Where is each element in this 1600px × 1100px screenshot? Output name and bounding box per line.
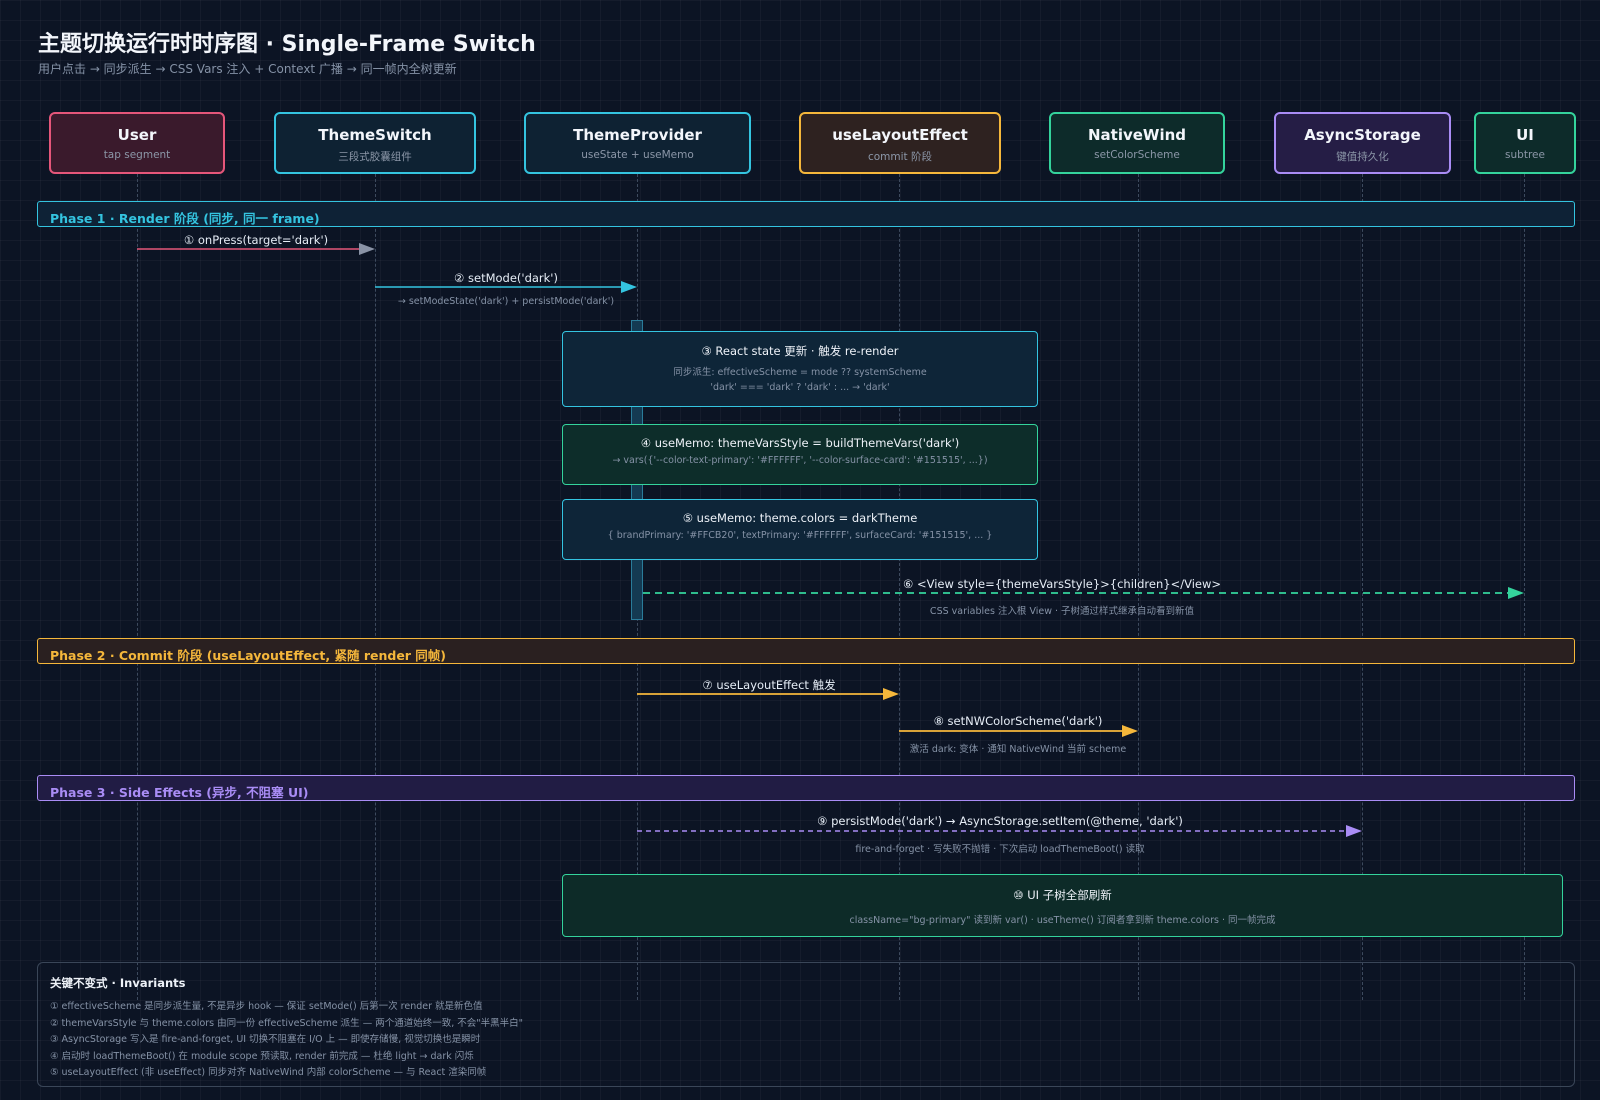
diagram-title: 主题切换运行时时序图 · Single-Frame Switch [38, 32, 536, 57]
invariants-title: 关键不变式 · Invariants [50, 976, 186, 990]
actor-themeswitch: ThemeSwitch 三段式胶囊组件 [274, 112, 476, 174]
note-title: ⑤ useMemo: theme.colors = darkTheme [682, 511, 918, 525]
actor-name: ThemeSwitch [318, 126, 432, 144]
note-line: { brandPrimary: '#FFCB20', textPrimary: … [607, 530, 993, 541]
actor-sub: useState + useMemo [581, 149, 694, 161]
invariant-item: ② themeVarsStyle 与 theme.colors 由同一份 eff… [50, 1017, 524, 1029]
phase-2-band: Phase 2 · Commit 阶段 (useLayoutEffect, 紧随… [37, 638, 1575, 664]
actor-uselayouteffect: useLayoutEffect commit 阶段 [799, 112, 1001, 174]
actor-name: NativeWind [1087, 126, 1187, 144]
note-state-update: ③ React state 更新 · 触发 re-render 同步派生: ef… [562, 331, 1038, 407]
arrow-view-inject [643, 587, 1524, 599]
lifeline-themeswitch [375, 174, 376, 1000]
actor-sub: setColorScheme [1094, 149, 1180, 161]
lifeline-uselayouteffect [899, 174, 900, 1000]
message-label: ⑦ useLayoutEffect 触发 [702, 678, 836, 692]
note-line: → vars({'--color-text-primary': '#FFFFFF… [612, 455, 988, 466]
actor-name: AsyncStorage [1304, 126, 1421, 144]
lifeline-nativewind [1138, 174, 1139, 1000]
actor-user: User tap segment [49, 112, 225, 174]
note-theme-colors: ⑤ useMemo: theme.colors = darkTheme { br… [562, 499, 1038, 560]
message-label: ⑨ persistMode('dark') → AsyncStorage.set… [817, 814, 1183, 828]
actor-sub: 键值持久化 [1336, 151, 1389, 163]
message-label: ⑧ setNWColorScheme('dark') [933, 714, 1103, 728]
actor-name: ThemeProvider [573, 126, 702, 144]
phase-1-band: Phase 1 · Render 阶段 (同步, 同一 frame) [37, 201, 1575, 227]
invariant-item: ④ 启动时 loadThemeBoot() 在 module scope 预读取… [50, 1050, 474, 1062]
arrow-onpress [137, 243, 375, 255]
invariant-item: ① effectiveScheme 是同步派生量, 不是异步 hook — 保证… [50, 1001, 483, 1012]
lifeline-asyncstorage [1362, 174, 1363, 1000]
message-label: ⑥ <View style={themeVarsStyle}>{children… [902, 577, 1222, 591]
note-line: 同步派生: effectiveScheme = mode ?? systemSc… [673, 367, 927, 378]
note-ui-refresh: ⑩ UI 子树全部刷新 className="bg-primary" 读到新 v… [562, 874, 1563, 937]
message-sublabel: 激活 dark: 变体 · 通知 NativeWind 当前 scheme [909, 744, 1127, 755]
actor-sub: tap segment [103, 149, 171, 161]
actor-sub: 三段式胶囊组件 [338, 151, 412, 163]
actor-name: useLayoutEffect [832, 126, 968, 144]
invariant-item: ⑤ useLayoutEffect (非 useEffect) 同步对齐 Nat… [50, 1067, 487, 1078]
invariants-panel: 关键不变式 · Invariants ① effectiveScheme 是同步… [37, 962, 1575, 1087]
arrow-persist-mode [637, 825, 1362, 837]
message-sublabel: → setModeState('dark') + persistMode('da… [397, 296, 615, 307]
note-line: 'dark' === 'dark' ? 'dark' : ... → 'dark… [710, 382, 890, 393]
actor-name: User [117, 126, 157, 144]
phase-3-band: Phase 3 · Side Effects (异步, 不阻塞 UI) [37, 775, 1575, 801]
message-label: ① onPress(target='dark') [183, 233, 329, 247]
note-theme-vars: ④ useMemo: themeVarsStyle = buildThemeVa… [562, 424, 1038, 485]
actor-sub: commit 阶段 [867, 151, 933, 163]
arrow-set-nw-scheme [899, 725, 1138, 737]
arrow-setmode [375, 281, 637, 293]
actor-name: UI [1516, 126, 1534, 144]
lifeline-ui [1524, 174, 1525, 1000]
message-sublabel: CSS variables 注入根 View · 子树通过样式继承自动看到新值 [929, 606, 1195, 617]
note-title: ⑩ UI 子树全部刷新 [1013, 888, 1112, 902]
note-line: className="bg-primary" 读到新 var() · useTh… [849, 915, 1276, 926]
actor-sub: subtree [1505, 149, 1545, 161]
note-title: ③ React state 更新 · 触发 re-render [701, 344, 899, 358]
note-title: ④ useMemo: themeVarsStyle = buildThemeVa… [640, 436, 960, 450]
message-sublabel: fire-and-forget · 写失败不抛错 · 下次启动 loadThem… [855, 844, 1145, 855]
lifeline-user [137, 174, 138, 1000]
invariant-item: ③ AsyncStorage 写入是 fire-and-forget, UI 切… [50, 1034, 481, 1045]
actor-asyncstorage: AsyncStorage 键值持久化 [1274, 112, 1451, 174]
actor-ui: UI subtree [1474, 112, 1576, 174]
message-label: ② setMode('dark') [454, 271, 558, 285]
actor-themeprovider: ThemeProvider useState + useMemo [524, 112, 751, 174]
arrow-layout-effect [637, 688, 899, 700]
diagram-subtitle: 用户点击 → 同步派生 → CSS Vars 注入 + Context 广播 →… [38, 62, 457, 76]
actor-nativewind: NativeWind setColorScheme [1049, 112, 1225, 174]
